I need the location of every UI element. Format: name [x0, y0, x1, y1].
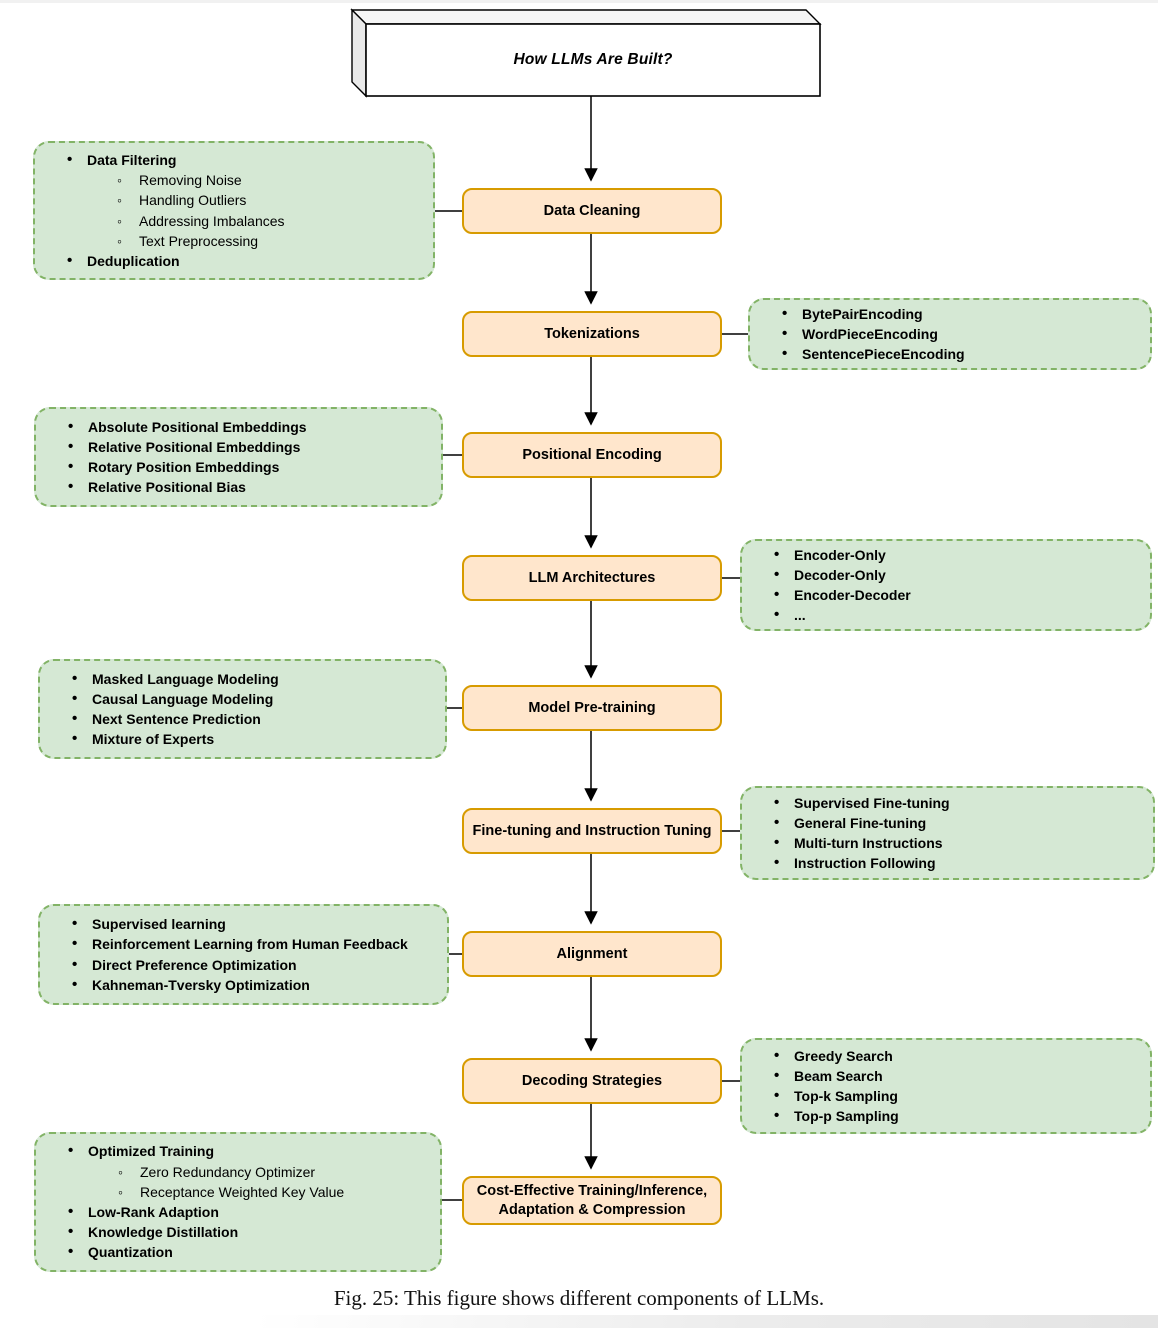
note-item: Addressing Imbalances	[35, 212, 433, 230]
note-item: Beam Search	[742, 1066, 1150, 1086]
stage-label: Data Cleaning	[543, 202, 641, 219]
note-llm-architectures: Encoder-Only Decoder-Only Encoder-Decode…	[740, 539, 1152, 631]
note-item: Instruction Following	[742, 853, 1153, 873]
note-finetuning: Supervised Fine-tuning General Fine-tuni…	[740, 786, 1155, 880]
note-item: Text Preprocessing	[35, 232, 433, 250]
stage-label: LLM Architectures	[528, 569, 656, 586]
note-item: Relative Positional Embeddings	[36, 437, 441, 457]
note-item: Decoder-Only	[742, 565, 1150, 585]
note-item: Greedy Search	[742, 1046, 1150, 1066]
note-model-pretraining: Masked Language Modeling Causal Language…	[38, 659, 447, 759]
page-top-edge	[0, 0, 1158, 3]
note-alignment: Supervised learning Reinforcement Learni…	[38, 904, 449, 1005]
stage-label: Cost-Effective Training/Inference, Adapt…	[476, 1183, 708, 1218]
stage-positional-encoding: Positional Encoding	[462, 432, 722, 478]
note-item: BytePairEncoding	[750, 304, 1150, 324]
note-item: Zero Redundancy Optimizer	[36, 1163, 440, 1181]
note-data-cleaning: Data Filtering Removing Noise Handling O…	[33, 141, 435, 280]
stage-decoding-strategies: Decoding Strategies	[462, 1058, 722, 1104]
note-item: Low-Rank Adaption	[36, 1202, 440, 1222]
note-cost-effective: Optimized Training Zero Redundancy Optim…	[34, 1132, 442, 1272]
diagram-title-label: How LLMs Are Built?	[513, 51, 673, 68]
note-item: Mixture of Experts	[40, 729, 445, 749]
page-bottom-edge	[0, 1315, 1158, 1328]
stage-alignment: Alignment	[462, 931, 722, 977]
note-item: ...	[742, 605, 1150, 625]
note-tokenizations: BytePairEncoding WordPieceEncoding Sente…	[748, 298, 1152, 370]
note-decoding-strategies: Greedy Search Beam Search Top-k Sampling…	[740, 1038, 1152, 1134]
note-item: Supervised Fine-tuning	[742, 793, 1153, 813]
note-item: Causal Language Modeling	[40, 689, 445, 709]
stage-data-cleaning: Data Cleaning	[462, 188, 722, 234]
note-item: Next Sentence Prediction	[40, 709, 445, 729]
note-item: Data Filtering	[35, 150, 433, 170]
note-item: Knowledge Distillation	[36, 1222, 440, 1242]
note-positional-encoding: Absolute Positional Embeddings Relative …	[34, 407, 443, 507]
note-item: Masked Language Modeling	[40, 669, 445, 689]
note-item: Reinforcement Learning from Human Feedba…	[40, 934, 447, 954]
stage-model-pretraining: Model Pre-training	[462, 685, 722, 731]
note-item: Handling Outliers	[35, 191, 433, 209]
note-item: Deduplication	[35, 251, 433, 271]
figure-caption: Fig. 25: This figure shows different com…	[333, 1286, 825, 1310]
stage-cost-effective: Cost-Effective Training/Inference, Adapt…	[462, 1176, 722, 1225]
note-item: Relative Positional Bias	[36, 477, 441, 497]
note-item: Encoder-Only	[742, 545, 1150, 565]
note-item: Direct Preference Optimization	[40, 954, 447, 974]
stage-tokenizations: Tokenizations	[462, 311, 722, 357]
stage-label: Alignment	[556, 945, 628, 962]
note-item: SentencePieceEncoding	[750, 344, 1150, 364]
stage-finetuning-instruction-tuning: Fine-tuning and Instruction Tuning	[462, 808, 722, 854]
diagram-title: How LLMs Are Built?	[366, 24, 820, 96]
stage-label: Fine-tuning and Instruction Tuning	[472, 822, 712, 839]
note-item: Top-p Sampling	[742, 1106, 1150, 1126]
stage-llm-architectures: LLM Architectures	[462, 555, 722, 601]
stage-label: Positional Encoding	[522, 446, 662, 463]
stage-label: Decoding Strategies	[521, 1072, 663, 1089]
note-item: Kahneman-Tversky Optimization	[40, 975, 447, 995]
stage-label: Model Pre-training	[528, 699, 656, 716]
note-item: Receptance Weighted Key Value	[36, 1183, 440, 1201]
note-item: Optimized Training	[36, 1141, 440, 1161]
note-item: Rotary Position Embeddings	[36, 457, 441, 477]
note-item: Supervised learning	[40, 914, 447, 934]
note-item: Encoder-Decoder	[742, 585, 1150, 605]
note-item: Quantization	[36, 1242, 440, 1262]
note-item: Multi-turn Instructions	[742, 833, 1153, 853]
note-item: Top-k Sampling	[742, 1086, 1150, 1106]
note-item: Removing Noise	[35, 171, 433, 189]
note-item: General Fine-tuning	[742, 813, 1153, 833]
note-item: Absolute Positional Embeddings	[36, 417, 441, 437]
note-item: WordPieceEncoding	[750, 324, 1150, 344]
stage-label: Tokenizations	[544, 325, 640, 342]
